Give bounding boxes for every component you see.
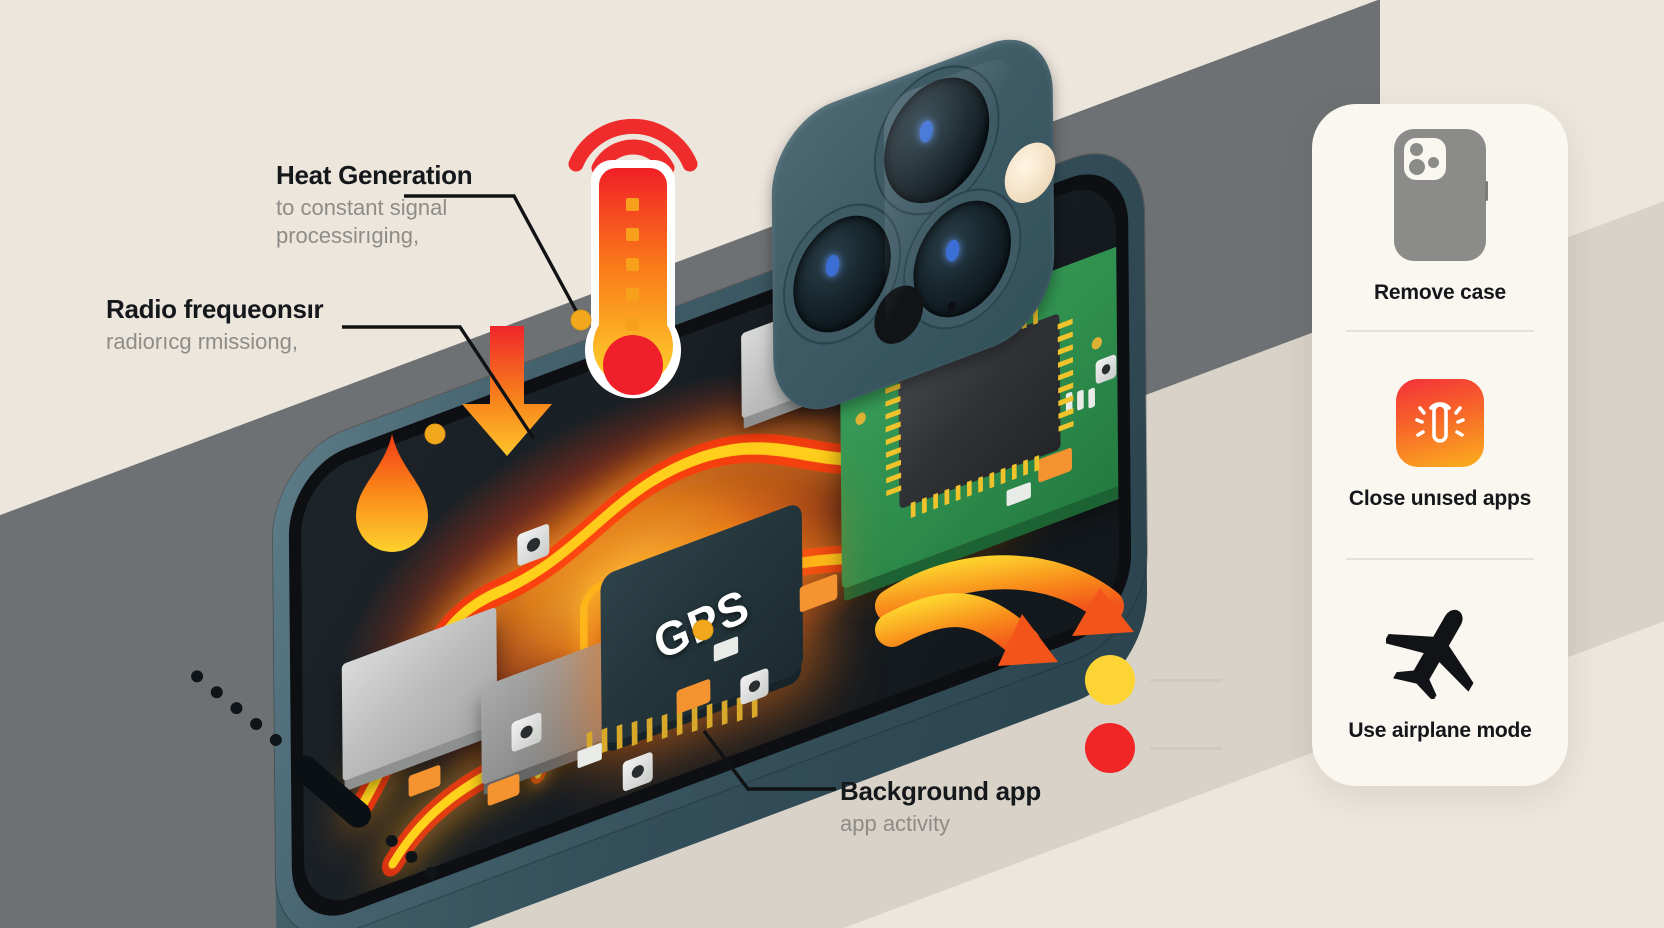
callout-heat-sub-line1: to constant signal <box>276 195 448 221</box>
airplane-icon <box>1385 603 1495 699</box>
camera-lens-tele <box>912 185 1012 333</box>
airplane-glyph <box>1386 609 1474 699</box>
connector-pad <box>799 573 838 613</box>
callout-background-app: Background app app activity <box>840 776 1041 838</box>
callout-radio-frequency: Radio frequeonsır radiorıcg rmissiong, <box>106 294 324 356</box>
callout-radio-frequency-title: Radio frequeonsır <box>106 294 324 324</box>
camera-lens-wide <box>883 61 990 220</box>
legend-line-hot <box>1150 747 1222 750</box>
callout-radio-frequency-subtitle: radiorıcg rmissiong, <box>106 329 298 355</box>
callout-heat-sub-line2: processirıging, <box>276 222 420 248</box>
thermometer-icon <box>568 118 698 399</box>
legend-dot-warm <box>1085 655 1135 705</box>
tip-airplane-mode[interactable]: Use airplane mode <box>1312 560 1568 786</box>
case-camera-cutout-icon <box>1404 138 1446 180</box>
case-button-cutout-icon <box>1485 181 1488 201</box>
tips-divider-1 <box>1346 330 1534 332</box>
callout-background-app-subtitle: app activity <box>840 811 951 837</box>
flame-icon <box>356 434 428 552</box>
tip-airplane-mode-label: Use airplane mode <box>1348 719 1532 742</box>
app-switcher-glyph <box>1415 402 1465 443</box>
camera-flash-icon <box>1004 134 1056 211</box>
tip-close-apps-label: Close unısed apps <box>1348 487 1532 510</box>
callout-heat-generation: Heat Generation to constant signal proce… <box>276 160 473 249</box>
callout-heat-generation-subtitle: to constant signal processirıging, <box>276 194 472 249</box>
tip-remove-case-label: Remove case <box>1373 281 1507 304</box>
legend-dot-hot <box>1085 723 1135 773</box>
chassis-screw <box>517 522 550 567</box>
tips-divider-2 <box>1346 558 1534 560</box>
callout-heat-generation-title: Heat Generation <box>276 160 473 190</box>
legend-line-warm <box>1150 679 1222 682</box>
phone-case-icon <box>1394 129 1488 261</box>
curved-arrow-icon <box>875 555 1134 666</box>
signal-waves-icon <box>568 118 698 176</box>
tips-card-panel: Remove case Close u <box>1312 104 1568 786</box>
phone-bottom-edge <box>191 670 438 879</box>
app-switcher-icon <box>1396 379 1484 467</box>
down-arrow-icon <box>462 326 552 456</box>
tip-remove-case[interactable]: Remove case <box>1312 104 1568 330</box>
callout-background-app-title: Background app <box>840 776 1041 806</box>
tip-close-apps[interactable]: Close unısed apps <box>1312 332 1568 558</box>
